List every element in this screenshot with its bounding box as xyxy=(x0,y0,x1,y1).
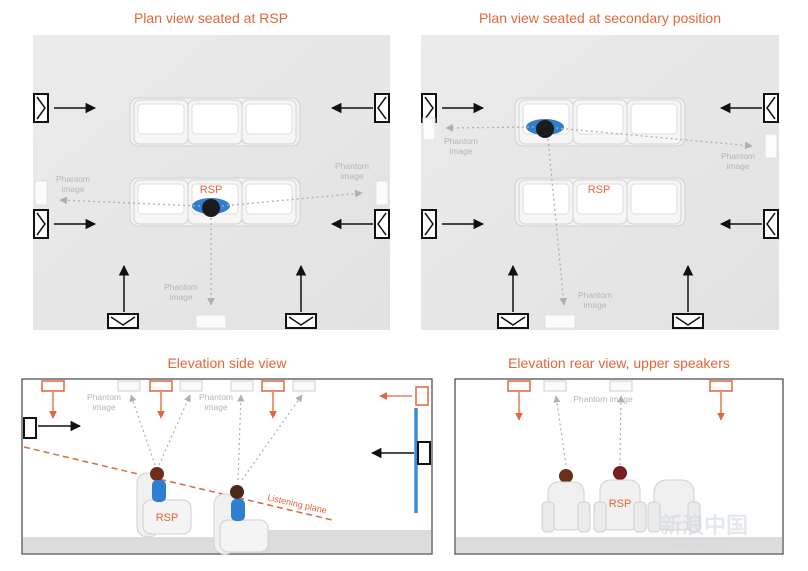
speaker-left-side-2 xyxy=(421,209,437,239)
speaker-right-rear xyxy=(374,93,390,123)
speaker-front-left xyxy=(107,313,139,329)
rear-upper-speaker xyxy=(415,386,429,406)
seat-rear-left xyxy=(541,469,591,533)
elevation-rear-panel: Phantom image RSP xyxy=(454,378,784,555)
phantom-speaker-left xyxy=(34,180,48,206)
speaker-left-rear xyxy=(33,93,49,123)
speaker-right-side-2 xyxy=(763,209,779,239)
listener-head-2 xyxy=(526,119,564,138)
rsp-label-2: RSP xyxy=(588,184,611,196)
phantom-speaker-right xyxy=(375,180,389,206)
ceiling-speakers xyxy=(41,380,316,392)
phantom-speaker-front xyxy=(195,314,227,329)
seat-side-rsp: RSP xyxy=(136,467,192,538)
rsp-label: RSP xyxy=(200,184,223,196)
elevation-rear-title: Elevation rear view, upper speakers xyxy=(508,355,730,371)
rear-speaker xyxy=(417,441,431,465)
seat-row-back xyxy=(129,97,301,147)
phantom-label-rear: Phantom image xyxy=(573,394,633,404)
plan-secondary-title: Plan view seated at secondary position xyxy=(478,10,722,26)
phantom-speaker-front-2 xyxy=(544,314,576,329)
listening-plane-line xyxy=(23,446,333,521)
speaker-front-left-2 xyxy=(497,313,529,329)
seat-rear-rsp: RSP xyxy=(593,466,647,533)
rsp-label-side: RSP xyxy=(156,512,179,524)
seat-row-front-2 xyxy=(514,177,686,227)
seat-rear-right xyxy=(647,479,701,533)
floor-front xyxy=(23,537,220,553)
floor-rear xyxy=(456,537,782,553)
speaker-left-side xyxy=(33,209,49,239)
rsp-label-rear: RSP xyxy=(609,498,632,510)
speaker-right-side xyxy=(374,209,390,239)
speaker-right-rear-2 xyxy=(763,93,779,123)
phantom-speaker-left-2 xyxy=(422,117,436,141)
speaker-front-right xyxy=(285,313,317,329)
phantom-speaker-right-2 xyxy=(764,133,778,159)
watermark: 新浪中国 lbtaobiao.com xyxy=(660,513,748,550)
watermark-line1: 新浪中国 xyxy=(660,513,748,538)
watermark-line2: lbtaobiao.com xyxy=(672,540,728,550)
seat-row-back-2 xyxy=(514,97,686,147)
seat-side-rear xyxy=(213,485,269,555)
speaker-front-right-2 xyxy=(672,313,704,329)
speaker-front-side-view xyxy=(23,417,37,439)
plan-rsp-title: Plan view seated at RSP xyxy=(133,10,289,26)
elevation-side-title: Elevation side view xyxy=(167,355,287,371)
listener-head xyxy=(192,198,230,217)
floor-riser xyxy=(220,530,431,553)
